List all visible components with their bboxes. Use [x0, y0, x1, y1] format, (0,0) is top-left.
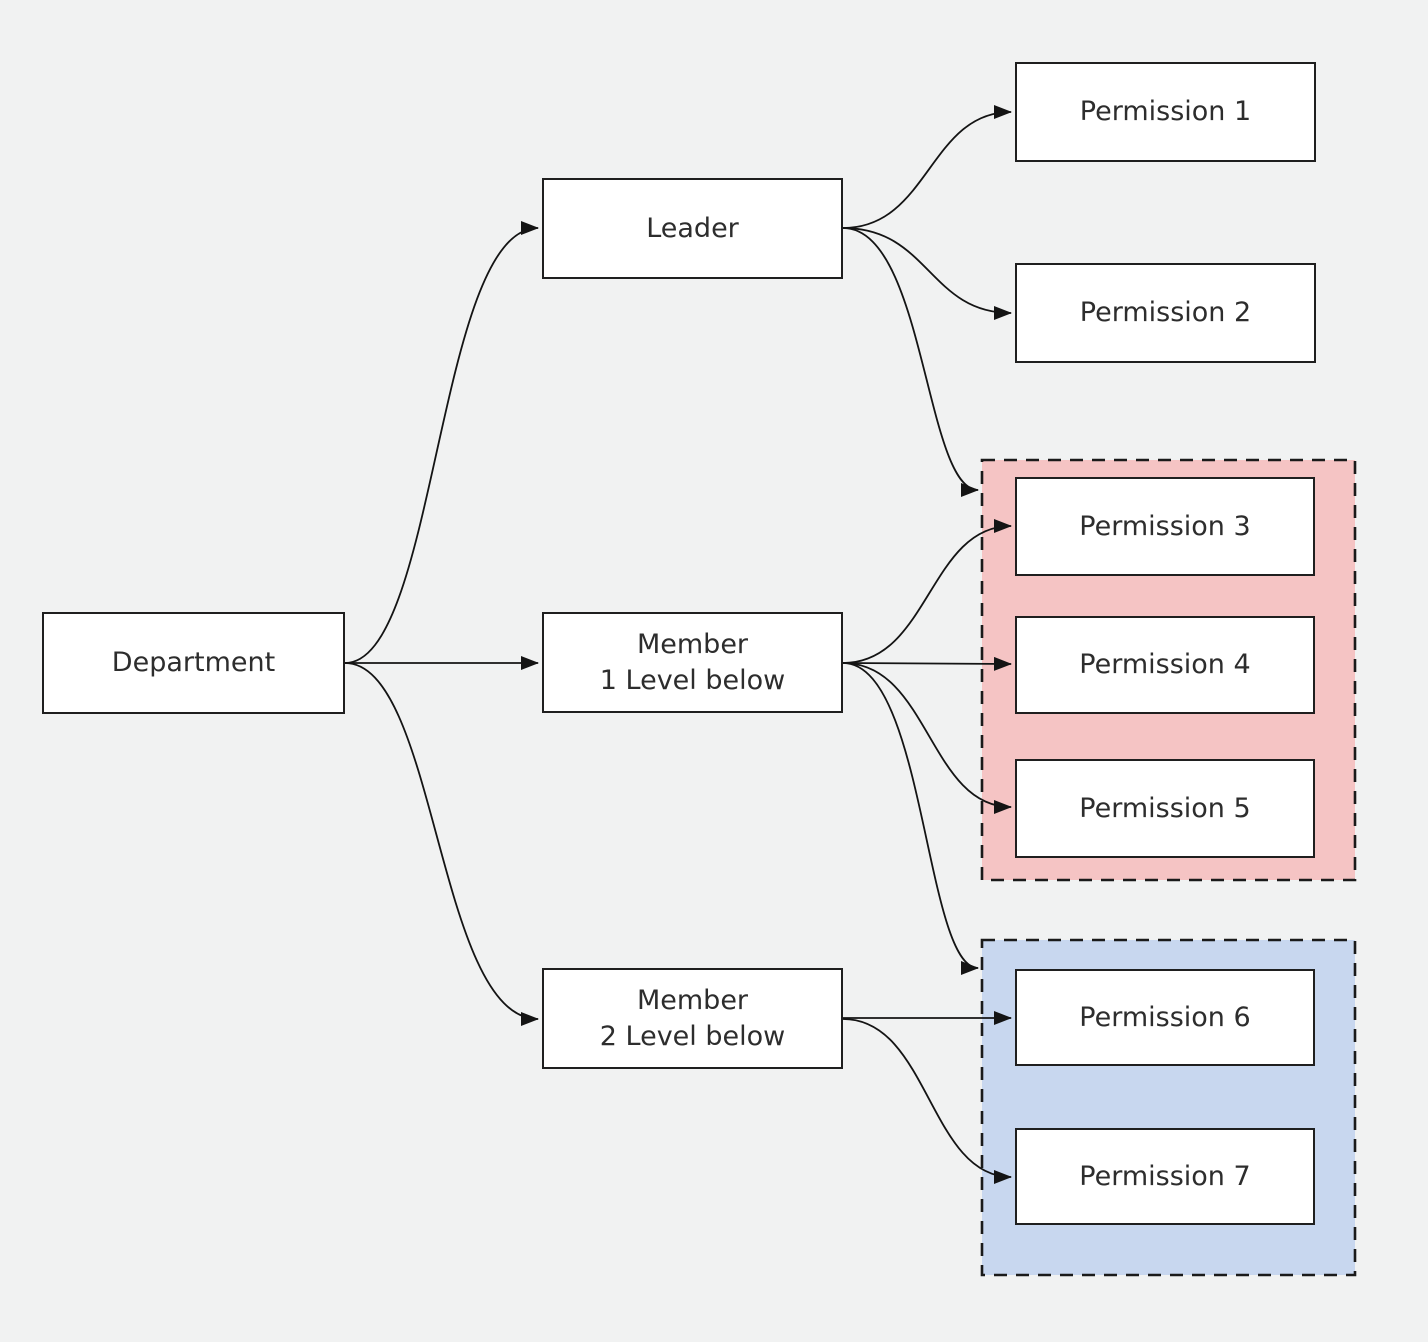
node-permission4-label: Permission 4: [1079, 649, 1251, 680]
node-member2-label-line2: 2 Level below: [599, 1020, 786, 1052]
node-department-label: Department: [111, 647, 276, 678]
edge-leader-to-permission2: [842, 227, 1012, 320]
node-permission-5: Permission 5: [1015, 759, 1315, 858]
node-permission1-label: Permission 1: [1079, 96, 1252, 127]
node-permission-6: Permission 6: [1015, 969, 1315, 1066]
node-permission5-label: Permission 5: [1079, 792, 1251, 824]
node-permission2-label: Permission 2: [1079, 297, 1252, 328]
edge-member1-to-permission3: [842, 519, 1012, 664]
node-permission-7: Permission 7: [1015, 1128, 1315, 1225]
node-member1-label-line1: Member: [636, 628, 749, 660]
node-member-2-level-below: Member 2 Level below: [542, 968, 843, 1069]
node-permission3-label: Permission 3: [1079, 510, 1251, 542]
edge-member1-to-permission4: [842, 656, 1012, 671]
node-permission-4: Permission 4: [1015, 616, 1315, 714]
node-permission7-label: Permission 7: [1079, 1160, 1251, 1192]
node-permission-2: Permission 2: [1015, 263, 1316, 363]
edge-department-to-leader: [344, 221, 539, 664]
node-department: Department: [42, 612, 345, 714]
edge-leader-to-leader-permissions-group: [842, 227, 979, 497]
node-permission6-label: Permission 6: [1079, 1001, 1251, 1033]
node-member1-label-line2: 1 Level below: [599, 664, 786, 696]
edge-member2-to-permission7: [842, 1018, 1012, 1184]
node-permission-1: Permission 1: [1015, 62, 1316, 162]
node-permission-3: Permission 3: [1015, 477, 1315, 576]
node-member2-label-line1: Member: [636, 984, 749, 1016]
edge-leader-to-permission1: [842, 105, 1012, 229]
node-leader-label: Leader: [646, 212, 739, 244]
edge-department-to-member2: [344, 662, 539, 1026]
node-leader: Leader: [542, 178, 843, 279]
edge-member1-to-permission5: [842, 662, 1012, 814]
edge-member1-to-member-permissions-group: [842, 662, 979, 975]
node-member-1-level-below: Member 1 Level below: [542, 612, 843, 713]
